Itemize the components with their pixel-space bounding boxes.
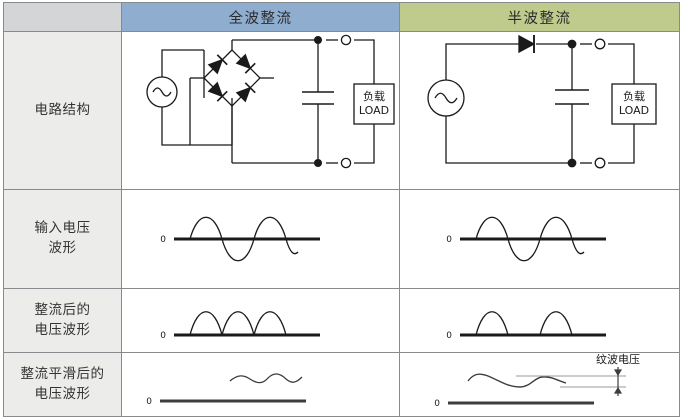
sine-curve <box>189 216 299 262</box>
rowlabel-input-line2: 波形 <box>48 240 77 256</box>
ripple-measure-arrow <box>613 367 623 396</box>
zero-label: 0 <box>160 235 166 245</box>
junction-dot-top <box>567 39 577 49</box>
smoothed-half-svg: 纹波电压 0 <box>434 353 640 410</box>
ac-sine-glyph <box>434 92 458 104</box>
sine-curve <box>475 216 585 262</box>
input-sine-full-svg: 0 <box>160 216 320 262</box>
cell-full-wave-input: 0 <box>121 189 400 289</box>
cell-half-wave-circuit: 负载 LOAD <box>399 31 680 190</box>
cell-full-wave-smoothed: 0 <box>121 352 400 417</box>
diode-upper-left-icon <box>207 54 228 75</box>
wire-source-top <box>161 49 204 77</box>
smoothed-full-svg: 0 <box>146 373 306 407</box>
table-header-row: 全波整流 半波整流 <box>3 2 680 32</box>
terminal-open-bottom <box>340 157 352 169</box>
load-box <box>353 83 395 125</box>
rectified-humps-curve <box>189 311 287 338</box>
row-input-waveform: 输入电压 波形 0 0 <box>3 189 680 289</box>
rowlabel-rectified-line2: 电压波形 <box>34 321 91 338</box>
rowlabel-circuit-structure-text: 电路结构 <box>34 101 91 118</box>
rowlabel-circuit-structure: 电路结构 <box>3 31 122 190</box>
wire-source-bottom <box>161 107 232 146</box>
diode-series-icon <box>518 34 536 54</box>
junction-dot-top <box>314 36 322 44</box>
load-label-en: LOAD <box>619 104 649 117</box>
ripple-curve <box>229 373 303 384</box>
zero-label: 0 <box>434 399 440 409</box>
header-half-wave-cell: 半波整流 <box>399 2 680 32</box>
rowlabel-smoothed-line1: 整流平滑后的 <box>20 365 105 382</box>
zero-label: 0 <box>160 331 166 341</box>
rectified-hump-1 <box>475 311 509 336</box>
header-full-wave-label: 全波整流 <box>228 10 293 27</box>
rowlabel-rectified-waveform: 整流后的 电压波形 <box>3 288 122 353</box>
input-sine-half-svg: 0 <box>446 216 606 262</box>
ripple-curve <box>467 373 567 388</box>
diode-upper-right-icon <box>235 53 256 74</box>
rowlabel-input-line1: 输入电压 <box>34 220 91 237</box>
diode-lower-left-icon <box>207 81 228 102</box>
bridge-diamond <box>203 49 261 107</box>
rowlabel-smoothed-waveform: 整流平滑后的 电压波形 <box>3 352 122 417</box>
wire-load-top <box>608 43 635 84</box>
row-circuit-structure: 电路结构 <box>3 31 680 190</box>
header-corner-cell <box>3 2 122 32</box>
ac-sine-glyph <box>152 87 172 97</box>
wire-load-bottom <box>608 124 635 164</box>
terminal-open-top <box>340 34 352 46</box>
ripple-voltage-annotation-label: 纹波电压 <box>596 353 640 367</box>
half-wave-circuit-svg: 负载 LOAD <box>427 34 657 169</box>
header-full-wave-cell: 全波整流 <box>121 2 400 32</box>
header-half-wave-label: 半波整流 <box>507 10 572 27</box>
cell-half-wave-smoothed: 纹波电压 0 <box>399 352 680 417</box>
zero-label: 0 <box>146 397 152 407</box>
row-rectified-waveform: 整流后的 电压波形 0 0 <box>3 288 680 353</box>
cell-full-wave-rectified: 0 <box>121 288 400 353</box>
zero-label: 0 <box>446 331 452 341</box>
load-label-cn: 负载 <box>363 89 385 103</box>
rectified-hump-2 <box>539 311 573 336</box>
junction-dot-bottom <box>567 158 577 168</box>
diode-lower-right-icon <box>235 82 256 103</box>
full-wave-circuit-svg: 负载 LOAD <box>146 34 395 169</box>
junction-dot-bottom <box>314 159 322 167</box>
cell-half-wave-input: 0 <box>399 189 680 289</box>
load-label-cn: 负载 <box>623 89 645 103</box>
terminal-open-bottom <box>594 157 606 169</box>
rectified-full-svg: 0 <box>160 311 320 341</box>
cell-half-wave-rectified: 0 <box>399 288 680 353</box>
load-label-en: LOAD <box>359 104 389 117</box>
wire-source-bottom <box>445 116 572 164</box>
zero-label: 0 <box>446 235 452 245</box>
rowlabel-input-waveform: 输入电压 波形 <box>3 189 122 289</box>
bridge-diode-group <box>207 53 256 103</box>
wire-load-bottom <box>354 124 375 164</box>
wire-source-top <box>445 43 520 80</box>
wire-load-top <box>354 39 375 84</box>
comparison-table: 全波整流 半波整流 电路结构 <box>3 2 680 417</box>
cell-full-wave-circuit: 负载 LOAD <box>121 31 400 190</box>
load-box <box>611 83 657 125</box>
terminal-open-top <box>594 38 606 50</box>
rectified-half-svg: 0 <box>446 311 606 341</box>
rowlabel-rectified-line1: 整流后的 <box>34 301 91 318</box>
rowlabel-smoothed-line2: 电压波形 <box>34 385 91 402</box>
row-smoothed-waveform: 整流平滑后的 电压波形 0 <box>3 352 680 417</box>
